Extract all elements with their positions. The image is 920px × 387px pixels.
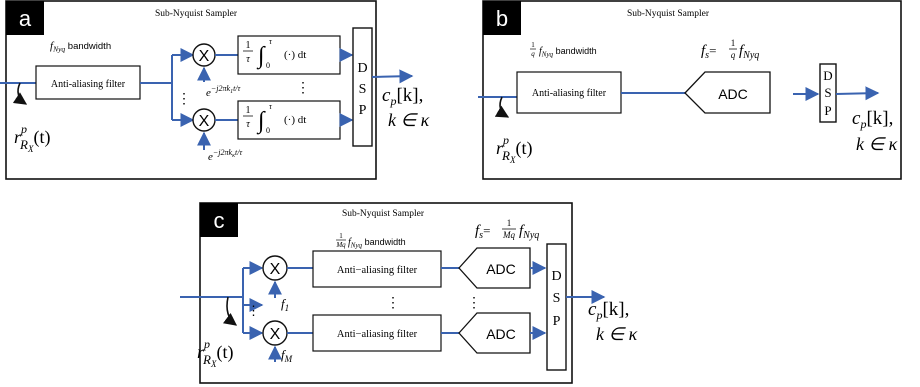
- panel-c-fM: fM: [281, 347, 293, 364]
- panel-a-bandwidth: fNyq bandwidth: [50, 40, 111, 54]
- svg-text:τ: τ: [246, 54, 250, 65]
- panel-c-title: Sub-Nyquist Sampler: [342, 209, 425, 219]
- panel-c-adc-bot-label: ADC: [486, 326, 516, 342]
- svg-text:∫: ∫: [256, 43, 266, 70]
- panel-c-mixer-bot-label: X: [270, 326, 281, 343]
- panel-b-output-set: k ∈ κ: [856, 134, 898, 154]
- panel-b-tab: [483, 1, 521, 35]
- panel-b-dsp-p: P: [824, 103, 831, 118]
- panel-c-fs: fs= 1 Mq fNyq: [475, 218, 539, 241]
- panel-b: b Sub-Nyquist Sampler 1 q fNyq bandwidth…: [478, 0, 902, 180]
- panel-c-output: cp[k],: [588, 299, 629, 322]
- panel-a-mixer-top-label: X: [199, 48, 210, 65]
- panel-b-frame: [482, 0, 902, 180]
- panel-b-output: cp[k],: [852, 108, 893, 131]
- panel-c-letter: c: [214, 208, 225, 233]
- panel-b-bandwidth: 1 q fNyq bandwidth: [530, 41, 597, 59]
- svg-text:1: 1: [246, 105, 251, 116]
- panel-c-f1: f1: [281, 296, 289, 313]
- panel-c-dots-adc: ⋮: [467, 296, 481, 311]
- panel-c: c Sub-Nyquist Sampler 1 Mq fNyq bandwidt…: [180, 202, 638, 384]
- svg-text:fNyq bandwidth: fNyq bandwidth: [539, 46, 597, 59]
- panel-a-tap-arrow: [12, 82, 28, 105]
- panel-a-output-arrow: [371, 69, 414, 84]
- panel-a-integrator-top: 1 τ ∫ τ 0 (·) dt: [237, 35, 341, 75]
- svg-text:fNyq: fNyq: [519, 223, 539, 241]
- panel-b-filter-box: [516, 71, 622, 114]
- panel-c-frame: [199, 202, 573, 384]
- panel-a-dsp-box: [352, 27, 373, 147]
- svg-text:(·) dt: (·) dt: [284, 114, 306, 126]
- panel-a-letter: a: [19, 6, 32, 31]
- panel-c-dsp-d: D: [551, 269, 561, 284]
- svg-text:τ: τ: [246, 119, 250, 130]
- panel-c-dsp-box: [546, 243, 567, 371]
- svg-text:fNyq bandwidth: fNyq bandwidth: [348, 237, 406, 250]
- panel-c-dots-branch: ⋮: [247, 303, 260, 318]
- panel-a-mixer-bot-label: X: [199, 113, 210, 130]
- svg-text:q: q: [531, 50, 535, 58]
- panel-b-adc-box: [684, 71, 771, 114]
- panel-b-title: Sub-Nyquist Sampler: [627, 9, 710, 19]
- panel-c-filter-top: [312, 250, 442, 288]
- svg-text:1: 1: [731, 38, 736, 48]
- svg-text:fs=: fs=: [701, 43, 716, 61]
- panel-b-adc-label: ADC: [718, 86, 748, 102]
- svg-text:1: 1: [246, 40, 251, 51]
- panel-c-mixer-top-label: X: [270, 261, 281, 278]
- panel-c-adc-top-label: ADC: [486, 261, 516, 277]
- svg-text:fNyq: fNyq: [739, 43, 759, 61]
- svg-text:(·) dt: (·) dt: [284, 49, 306, 61]
- svg-text:Mq: Mq: [502, 230, 515, 240]
- panel-b-fs: fs= 1 q fNyq: [701, 38, 759, 61]
- svg-text:1: 1: [339, 232, 343, 240]
- panel-c-tap-arrow: [222, 296, 238, 326]
- panel-a-title: Sub-Nyquist Sampler: [155, 9, 238, 19]
- panel-a-exp-top: e−j2πk1t/τ: [206, 84, 242, 99]
- panel-a-filter-box: [35, 65, 141, 100]
- svg-text:Mq: Mq: [335, 241, 346, 249]
- panel-c-filter-bot: [312, 314, 442, 352]
- panel-a-dsp-s: S: [359, 82, 367, 97]
- svg-text:1: 1: [507, 218, 512, 228]
- svg-text:q: q: [731, 50, 736, 60]
- panel-c-dsp-s: S: [553, 291, 561, 306]
- panel-a-output: cp[k],: [382, 85, 423, 108]
- panel-b-tap-arrow: [494, 96, 510, 118]
- panel-c-dots-filter: ⋮: [386, 296, 400, 311]
- panel-a-dsp-p: P: [359, 103, 367, 118]
- panel-c-dsp-p: P: [553, 314, 561, 329]
- panel-a-tab: [6, 1, 44, 35]
- svg-text:1: 1: [531, 41, 535, 49]
- svg-text:fs=: fs=: [475, 223, 490, 241]
- panel-a-frame: [5, 0, 377, 180]
- panel-c-filter-bot-label: Anti−aliasing filter: [337, 329, 418, 340]
- panel-b-dsp-s: S: [824, 85, 831, 100]
- panel-c-bandwidth: 1 Mq fNyq bandwidth: [335, 232, 405, 250]
- svg-text:0: 0: [266, 61, 270, 70]
- panel-a-dots-branch: ⋮: [177, 92, 191, 107]
- panel-b-output-arrow: [835, 86, 880, 101]
- panel-c-filter-top-label: Anti−aliasing filter: [337, 265, 418, 276]
- panel-b-dsp-d: D: [823, 68, 832, 83]
- svg-text:τ: τ: [269, 37, 273, 46]
- panel-c-tab: [200, 203, 238, 237]
- panel-c-output-set: k ∈ κ: [596, 324, 638, 344]
- svg-text:∫: ∫: [256, 108, 266, 135]
- svg-text:τ: τ: [269, 102, 273, 111]
- panel-a-output-set: k ∈ κ: [388, 110, 430, 130]
- panel-b-letter: b: [496, 6, 508, 31]
- panel-a-dsp-d: D: [357, 61, 367, 76]
- panel-a-integrator-bot: 1 τ ∫ τ 0 (·) dt: [237, 100, 341, 140]
- panel-a-dots-int: ⋮: [296, 81, 310, 96]
- panel-b-filter-label: Anti-aliasing filter: [532, 88, 607, 99]
- panel-a-exp-bot: e−j2πkκt/τ: [208, 148, 243, 163]
- panel-a-filter-label: Anti-aliasing filter: [51, 79, 126, 90]
- svg-text:0: 0: [266, 126, 270, 135]
